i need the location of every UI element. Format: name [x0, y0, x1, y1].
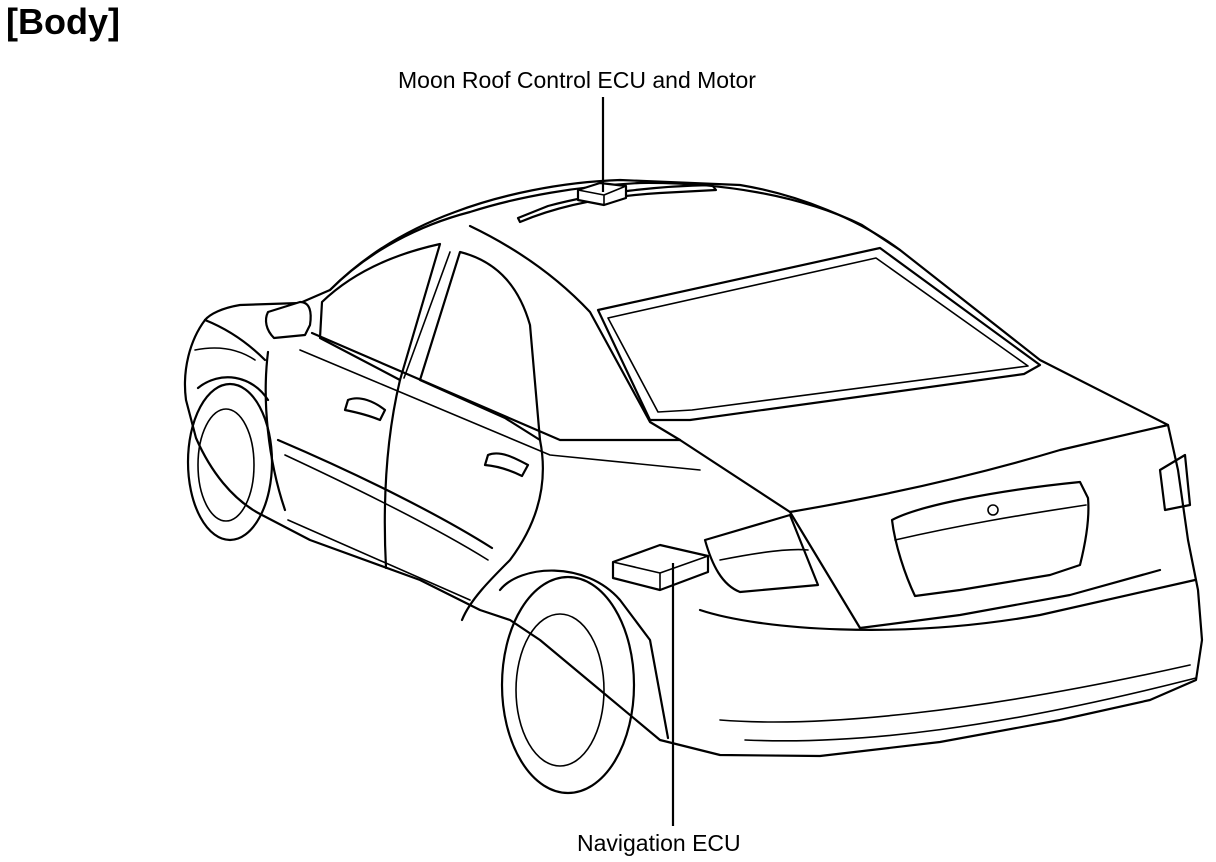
license-plate-area — [890, 480, 1090, 598]
trunk-lid — [678, 423, 1170, 514]
front-door-window — [318, 242, 442, 382]
rear-door-window — [418, 250, 542, 442]
car-body-outline — [183, 178, 1204, 758]
side-mirror — [264, 300, 312, 340]
rear-wheel — [500, 575, 636, 795]
rear-window — [596, 246, 1042, 422]
front-door-handle — [343, 397, 387, 422]
roof-outline — [328, 181, 902, 292]
left-taillight — [703, 513, 820, 594]
front-wheel — [186, 382, 274, 542]
section-title: [Body] — [6, 1, 120, 42]
car-illustration — [183, 178, 1204, 795]
navigation-ecu-label: Navigation ECU — [577, 830, 741, 856]
moon-roof-ecu-component — [576, 181, 628, 207]
navigation-ecu-component — [611, 543, 710, 592]
rear-door-handle — [483, 452, 530, 478]
rear-bumper — [698, 578, 1197, 631]
moon-roof-ecu-label: Moon Roof Control ECU and Motor — [398, 67, 756, 93]
right-taillight — [1158, 453, 1192, 512]
